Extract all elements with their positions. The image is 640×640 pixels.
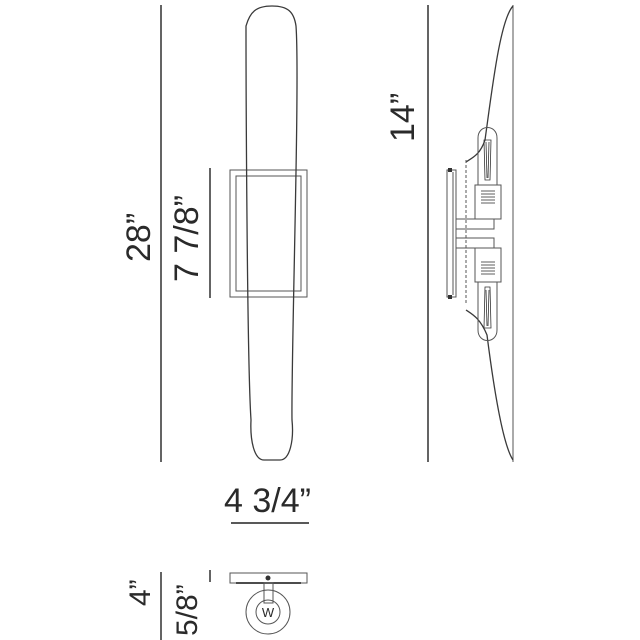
shade-end-outer (245, 589, 291, 635)
upper-bulb (474, 127, 502, 220)
arm-stem (263, 582, 274, 604)
lower-socket-thread (481, 261, 495, 275)
overall-height-label: 28” (120, 213, 158, 262)
front-view: 28” 7 7/8” (120, 5, 308, 462)
shade-profile-bottom (465, 309, 514, 461)
top-view: 4” 5/8” W (124, 570, 308, 640)
lower-bulb (474, 247, 502, 341)
projection-label: 14” (384, 93, 422, 142)
side-view: 14” (384, 5, 514, 462)
shade-profile-top (465, 5, 514, 163)
mount-symbol: W (262, 605, 275, 620)
backplate-side (446, 168, 457, 299)
width-dimension: 4 3/4” (224, 482, 311, 524)
backplate (229, 169, 308, 298)
mount-screw (265, 575, 271, 581)
width-label: 4 3/4” (224, 482, 311, 520)
upper-socket-thread (481, 190, 495, 204)
arms (455, 218, 495, 249)
shade-end-inner (255, 599, 281, 625)
shade-body (245, 5, 298, 461)
extension-label: 4” (124, 579, 157, 606)
backplate-depth-label: 5/8” (171, 584, 204, 636)
backplate-height-label: 7 7/8” (168, 195, 206, 282)
